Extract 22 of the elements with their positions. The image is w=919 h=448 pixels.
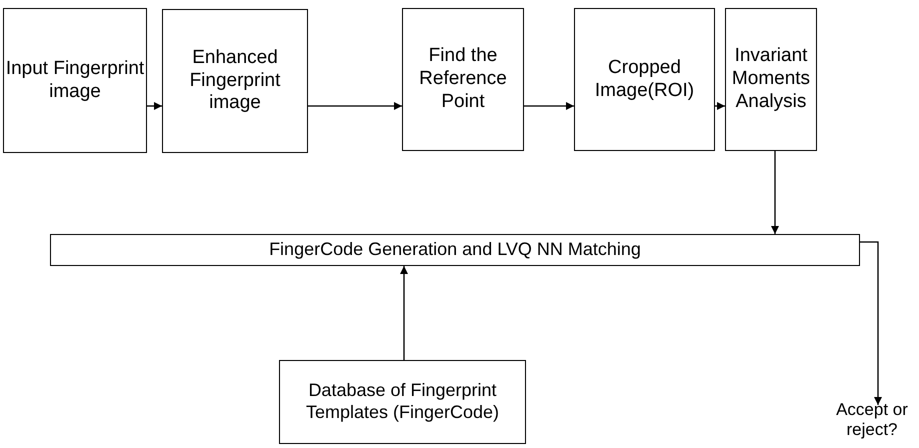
arrow	[400, 266, 408, 360]
output-text: Accept or reject?	[835, 400, 909, 440]
process-box	[574, 8, 715, 151]
process-box	[162, 9, 308, 153]
arrow	[524, 102, 574, 110]
arrow	[860, 241, 882, 405]
box-label: Enhanced Fingerprint image	[188, 46, 282, 116]
process-box	[279, 360, 526, 444]
process-box	[402, 8, 524, 151]
arrow	[308, 102, 402, 110]
process-box	[3, 8, 147, 153]
arrow	[715, 102, 725, 110]
box-label: Cropped Image(ROI)	[594, 56, 696, 102]
process-box	[725, 8, 817, 151]
box-label: Database of Fingerprint Templates (FingerCode)	[304, 380, 500, 424]
box-label: Input Fingerprint image	[4, 58, 146, 104]
box-label: Invariant Moments Analysis	[730, 45, 812, 114]
process-box	[50, 234, 860, 266]
box-label: FingerCode Generation and LVQ NN Matching	[269, 239, 641, 261]
arrow	[771, 151, 779, 234]
arrow	[147, 102, 162, 110]
box-label: Find the Reference Point	[418, 45, 508, 114]
